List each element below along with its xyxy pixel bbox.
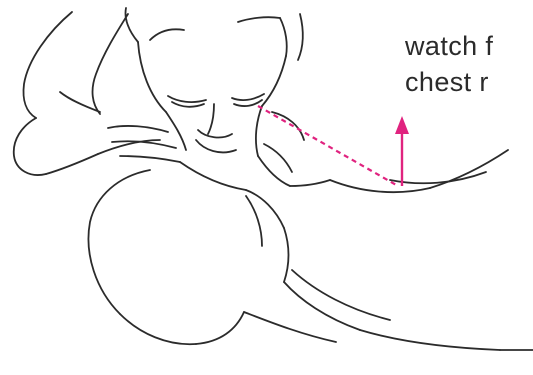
rescuer-head	[126, 8, 303, 152]
caption: watch f chest r	[405, 28, 493, 100]
caption-line-1: watch f	[405, 28, 493, 64]
rescuer-arm	[14, 12, 128, 175]
patient-torso	[244, 150, 533, 350]
up-arrow-icon	[395, 116, 409, 186]
caption-line-2: chest r	[405, 64, 493, 100]
line-of-sight-dashed	[258, 106, 398, 186]
rescuer-right-hand	[256, 106, 330, 186]
rescuer-left-hand	[98, 112, 186, 162]
